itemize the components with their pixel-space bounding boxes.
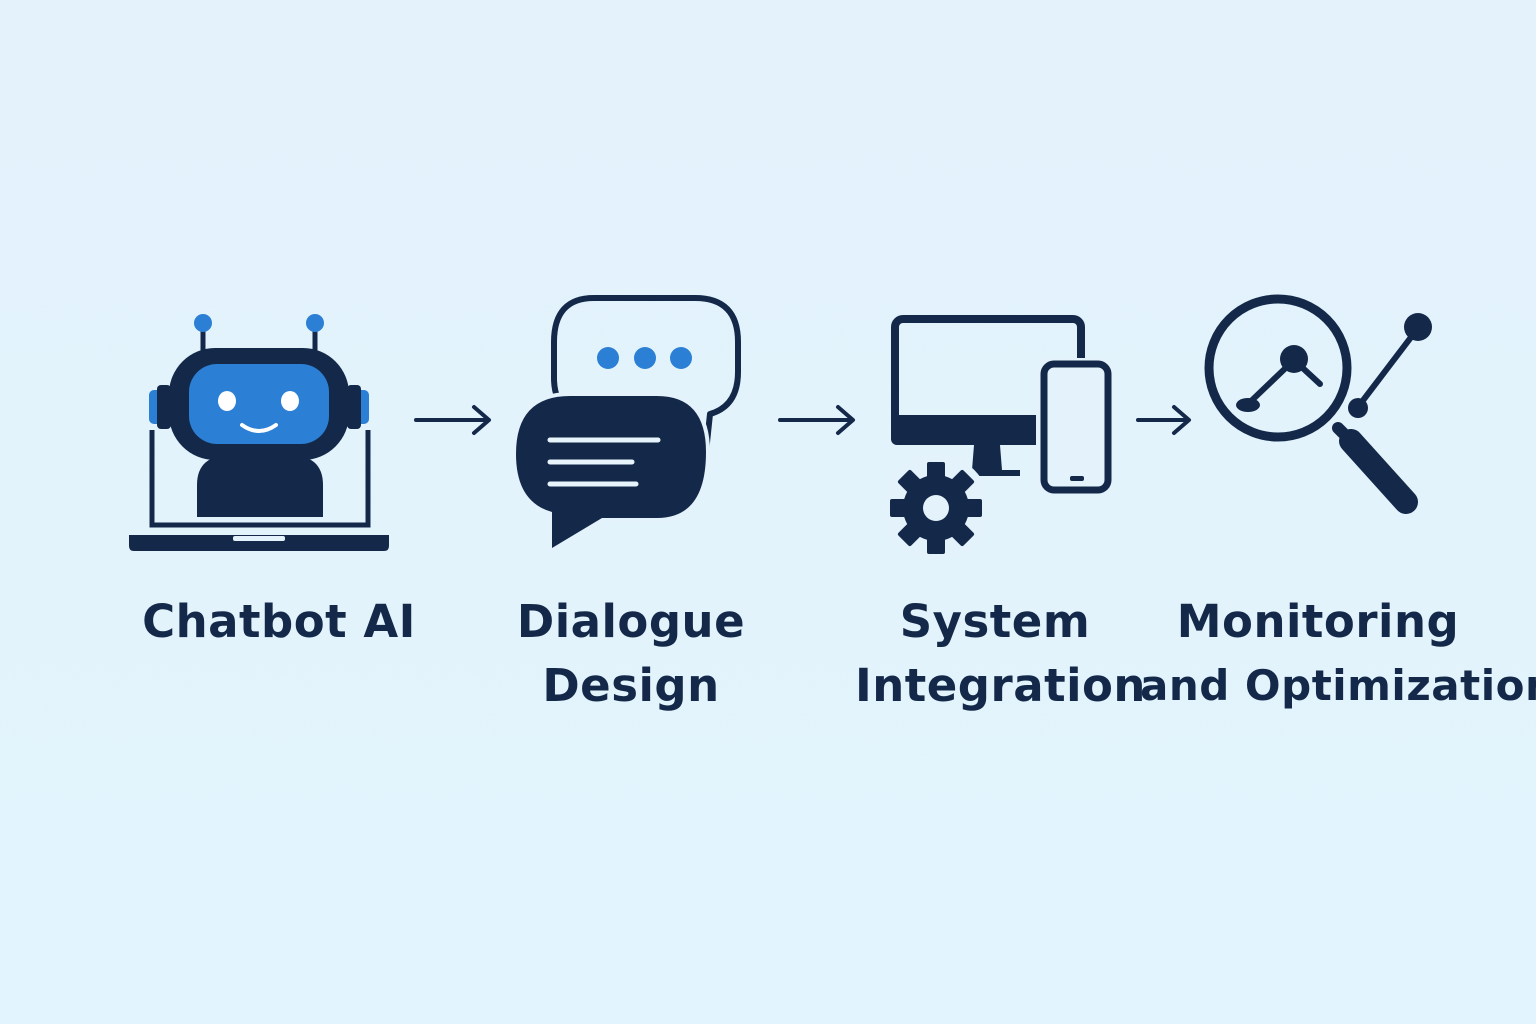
step-label-chatbot-ai: Chatbot AI bbox=[119, 590, 439, 654]
step-label-line: Design bbox=[542, 659, 720, 712]
step-label-line: Chatbot AI bbox=[142, 595, 416, 648]
step-label-line: System bbox=[899, 595, 1091, 648]
devices-gear-icon bbox=[884, 315, 1114, 558]
step-label-monitoring-optimization: Monitoring and Optimization bbox=[1140, 590, 1536, 718]
magnifier-chart-icon bbox=[1204, 294, 1432, 514]
step-label-line: Monitoring bbox=[1176, 595, 1460, 648]
chat-bubbles-icon bbox=[511, 295, 741, 552]
chatbot-laptop-icon bbox=[129, 314, 389, 551]
step-label-line: Dialogue bbox=[516, 595, 746, 648]
flow-arrow-1 bbox=[414, 405, 491, 435]
flow-arrow-2 bbox=[778, 405, 855, 435]
flow-arrow-3 bbox=[1136, 405, 1191, 435]
step-label-line: and Optimization bbox=[1140, 661, 1536, 710]
step-label-line: Integration bbox=[855, 659, 1146, 712]
step-label-dialogue-design: Dialogue Design bbox=[491, 590, 771, 718]
step-label-system-integration: System Integration bbox=[855, 590, 1146, 718]
